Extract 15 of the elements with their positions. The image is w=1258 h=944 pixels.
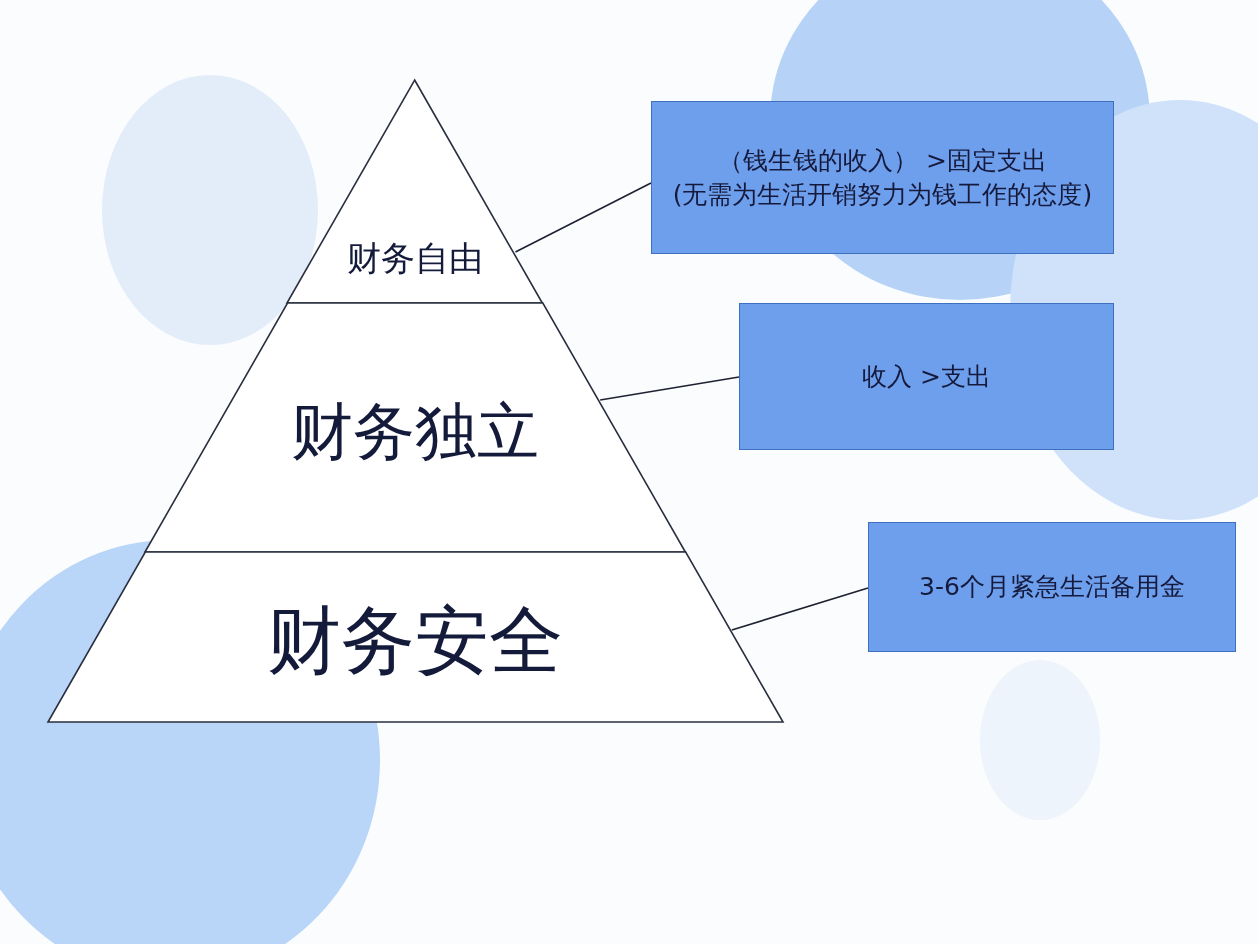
tier-label: 财务独立: [290, 395, 540, 470]
note-text: (无需为生活开销努力为钱工作的态度): [672, 178, 1093, 211]
connector-line: [731, 587, 869, 631]
note-box: [868, 522, 1236, 652]
note-text: 3-6个月紧急生活备用金: [919, 571, 1185, 604]
pyramid-top-tier: [287, 80, 543, 303]
note-text: 收入 >支出: [862, 360, 991, 393]
note-box: [651, 101, 1114, 254]
tier-label: 财务安全: [266, 596, 564, 685]
connector-line: [514, 182, 652, 253]
pyramid-tier: [47, 552, 783, 722]
connector-line: [599, 376, 740, 401]
note-text: （钱生钱的收入） >固定支出: [718, 144, 1047, 177]
tier-label: 财务自由: [346, 238, 484, 279]
note-box: [739, 303, 1114, 450]
